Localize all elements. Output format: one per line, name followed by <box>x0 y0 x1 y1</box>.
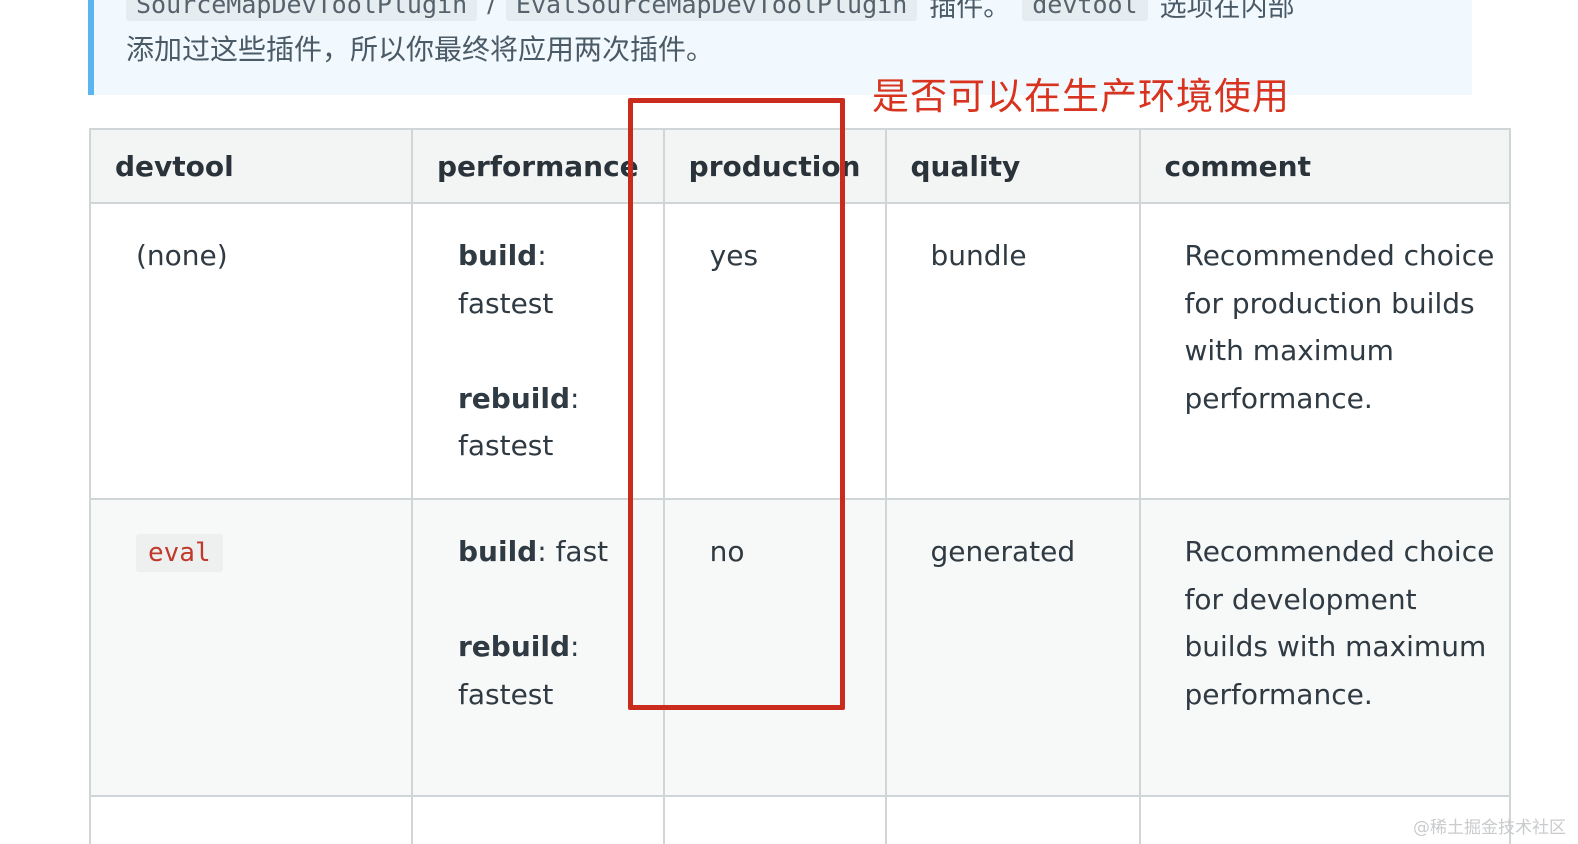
cell-production <box>662 795 887 844</box>
cell-comment: Recommended choice for development build… <box>1138 498 1511 797</box>
callout-line-1: SourceMapDevToolPlugin / EvalSourceMapDe… <box>126 0 1295 23</box>
cell-comment <box>1138 795 1511 844</box>
cell-production: yes <box>662 202 887 500</box>
cell-quality: bundle <box>884 202 1141 500</box>
cell-performance <box>411 795 665 844</box>
cell-performance: build: fastest rebuild: fastest <box>411 202 665 500</box>
cell-quality <box>884 795 1141 844</box>
header-performance: performance <box>411 128 665 204</box>
callout-text-option: 选项在内部 <box>1159 0 1295 23</box>
inline-code-devtool: devtool <box>1022 0 1148 21</box>
header-devtool: devtool <box>89 128 413 204</box>
callout-line-2: 添加过这些插件，所以你最终将应用两次插件。 <box>126 33 715 66</box>
build-value: fast <box>555 535 609 568</box>
devtool-table: devtool performance production quality c… <box>89 128 1511 844</box>
inline-code-eval-sourcemap-plugin: EvalSourceMapDevToolPlugin <box>505 0 918 21</box>
table-row: (none) build: fastest rebuild: fastest y… <box>89 202 1511 500</box>
cell-performance: build: fast rebuild: fastest <box>411 498 665 797</box>
inline-code-sourcemap-plugin: SourceMapDevToolPlugin <box>126 0 478 21</box>
rebuild-label: rebuild <box>458 630 571 663</box>
header-comment: comment <box>1138 128 1511 204</box>
callout-separator: / <box>487 0 496 19</box>
annotation-label: 是否可以在生产环境使用 <box>872 75 1290 118</box>
rebuild-value: fastest <box>458 429 554 462</box>
build-value: fastest <box>458 286 554 320</box>
cell-comment: Recommended choice for production builds… <box>1138 202 1511 500</box>
rebuild-value: fastest <box>458 677 554 711</box>
cell-quality: generated <box>884 498 1141 797</box>
table-header-row: devtool performance production quality c… <box>89 128 1511 204</box>
table-row <box>89 795 1511 844</box>
devtool-code-value: eval <box>136 534 223 572</box>
devtool-value: (none) <box>136 239 228 272</box>
table-row: eval build: fast rebuild: fastest no gen… <box>89 498 1511 797</box>
header-production: production <box>662 128 887 204</box>
cell-devtool: eval <box>89 498 413 797</box>
cell-devtool <box>89 795 413 844</box>
header-quality: quality <box>884 128 1141 204</box>
build-label: build <box>458 535 538 568</box>
callout-text-plugin: 插件。 <box>929 0 1011 23</box>
build-label: build <box>458 239 538 272</box>
watermark: @稀土掘金技术社区 <box>1413 818 1566 838</box>
cell-production: no <box>662 498 887 797</box>
cell-devtool: (none) <box>89 202 413 500</box>
rebuild-label: rebuild <box>458 381 571 415</box>
